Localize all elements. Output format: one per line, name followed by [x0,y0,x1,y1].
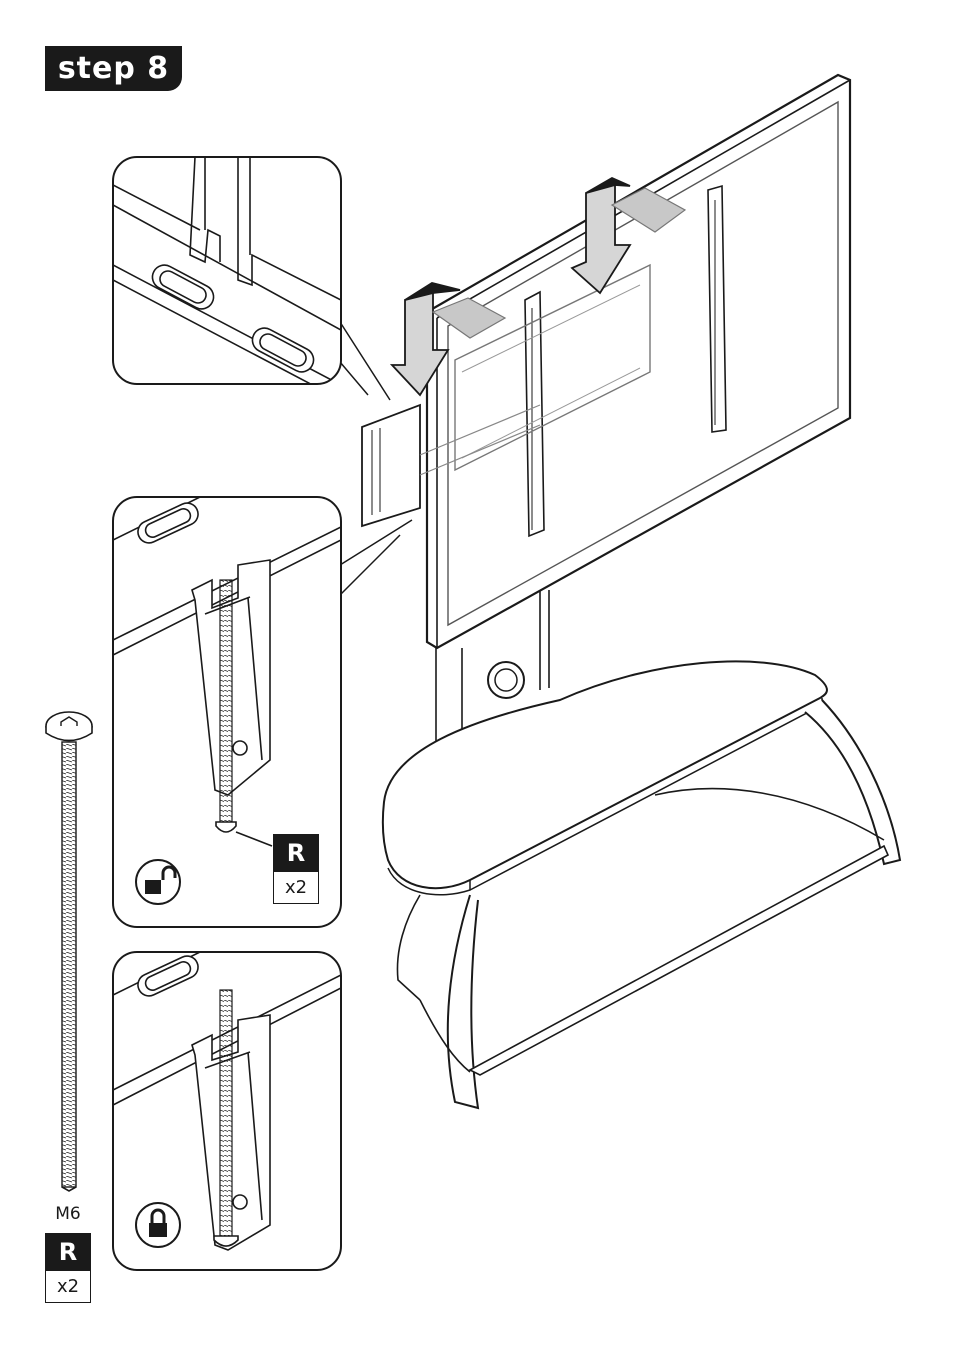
step-label: step 8 [58,51,169,86]
part-letter: R [273,834,319,872]
part-callout-screw: R x2 [45,1233,91,1303]
step-badge: step 8 [45,46,182,91]
part-quantity: x2 [45,1271,91,1303]
detail-panel-top [113,157,341,400]
cable-port [488,662,524,698]
part-callout-detail: R x2 [273,834,319,904]
unlock-icon [136,860,180,904]
screw-size-label: M6 [44,1204,92,1224]
m6-screw-icon [46,712,92,1191]
lock-icon [136,1203,180,1247]
tv-stand [383,590,900,1108]
part-quantity: x2 [273,872,319,904]
detail-panel-bottom [113,952,341,1270]
part-letter: R [45,1233,91,1271]
